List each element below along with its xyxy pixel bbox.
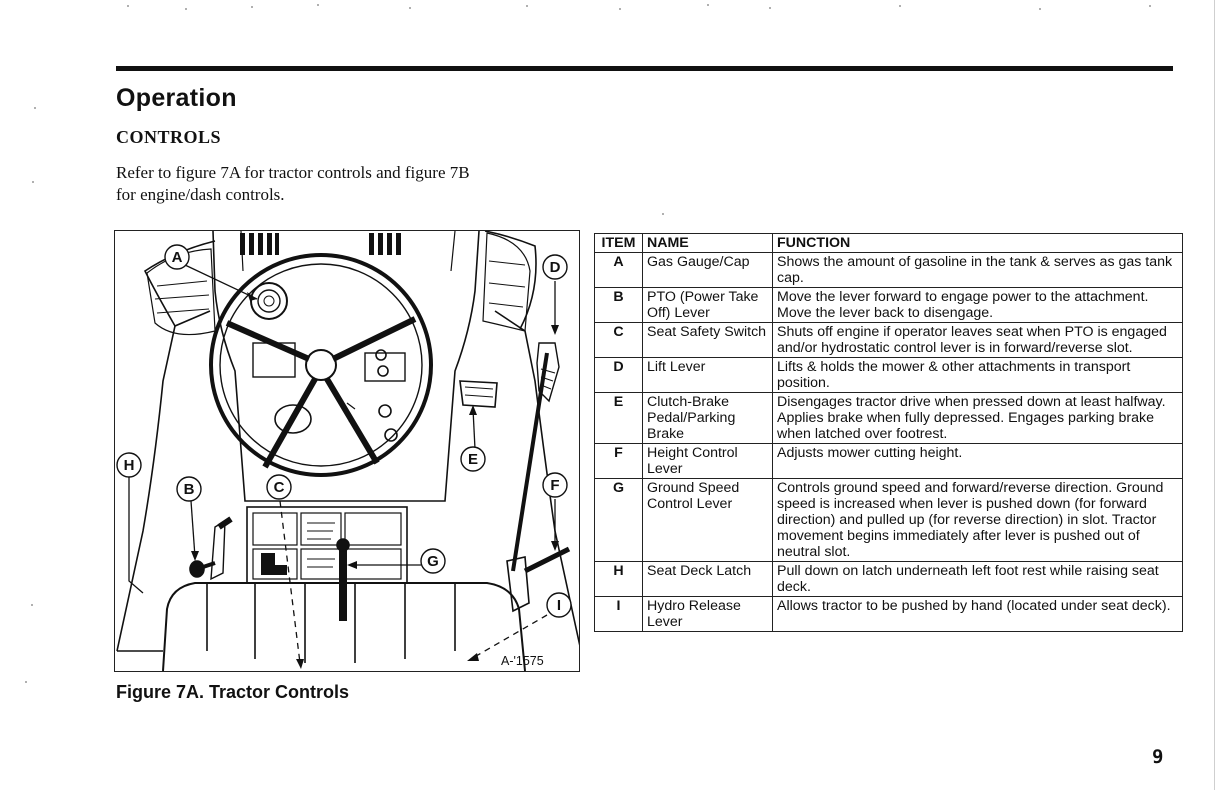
figure-code: A-'1575 bbox=[501, 654, 544, 668]
row-item: D bbox=[594, 357, 643, 393]
table-row: B PTO (Power Take Off) Lever Move the le… bbox=[594, 287, 1183, 323]
row-name: Hydro Release Lever bbox=[642, 596, 773, 632]
row-name: Seat Safety Switch bbox=[642, 322, 773, 358]
column-header-item: ITEM bbox=[594, 233, 643, 253]
page-number: 9 bbox=[1152, 746, 1164, 768]
intro-paragraph: Refer to figure 7A for tractor controls … bbox=[116, 162, 566, 206]
row-function: Move the lever forward to engage power t… bbox=[772, 287, 1183, 323]
callout-h: H bbox=[124, 457, 135, 474]
row-function: Allows tractor to be pushed by hand (loc… bbox=[772, 596, 1183, 632]
callout-c: C bbox=[274, 479, 285, 496]
intro-line-2: for engine/dash controls. bbox=[116, 185, 285, 204]
figure-7a: A B C D E F G H I A-'1575 bbox=[114, 230, 580, 672]
controls-table: ITEM NAME FUNCTION A Gas Gauge/Cap Shows… bbox=[594, 233, 1183, 632]
section-heading: Operation bbox=[116, 84, 237, 112]
callout-d: D bbox=[550, 259, 561, 276]
row-function: Shuts off engine if operator leaves seat… bbox=[772, 322, 1183, 358]
subsection-heading: CONTROLS bbox=[116, 127, 222, 147]
table-row: G Ground Speed Control Lever Controls gr… bbox=[594, 478, 1183, 562]
row-item: C bbox=[594, 322, 643, 358]
row-item: G bbox=[594, 478, 643, 562]
callout-i: I bbox=[557, 597, 561, 614]
callout-b: B bbox=[184, 481, 195, 498]
table-row: E Clutch-Brake Pedal/Parking Brake Disen… bbox=[594, 392, 1183, 444]
row-function: Lifts & holds the mower & other attachme… bbox=[772, 357, 1183, 393]
row-function: Pull down on latch underneath left foot … bbox=[772, 561, 1183, 597]
top-rule bbox=[116, 66, 1173, 71]
row-name: Seat Deck Latch bbox=[642, 561, 773, 597]
row-name: PTO (Power Take Off) Lever bbox=[642, 287, 773, 323]
callout-a: A bbox=[172, 249, 183, 266]
row-name: Lift Lever bbox=[642, 357, 773, 393]
callout-g: G bbox=[427, 553, 439, 570]
row-name: Height Control Lever bbox=[642, 443, 773, 479]
row-function: Disengages tractor drive when pressed do… bbox=[772, 392, 1183, 444]
row-name: Ground Speed Control Lever bbox=[642, 478, 773, 562]
table-row: I Hydro Release Lever Allows tractor to … bbox=[594, 596, 1183, 632]
row-item: A bbox=[594, 252, 643, 288]
intro-line-1: Refer to figure 7A for tractor controls … bbox=[116, 163, 470, 182]
column-header-name: NAME bbox=[642, 233, 773, 253]
row-function: Controls ground speed and forward/revers… bbox=[772, 478, 1183, 562]
figure-caption: Figure 7A. Tractor Controls bbox=[116, 682, 350, 702]
table-header-row: ITEM NAME FUNCTION bbox=[594, 233, 1183, 253]
row-name: Gas Gauge/Cap bbox=[642, 252, 773, 288]
row-item: H bbox=[594, 561, 643, 597]
row-item: E bbox=[594, 392, 643, 444]
tractor-controls-drawing: A B C D E F G H I A-'1575 bbox=[116, 231, 579, 671]
row-item: B bbox=[594, 287, 643, 323]
table-row: F Height Control Lever Adjusts mower cut… bbox=[594, 443, 1183, 479]
row-item: I bbox=[594, 596, 643, 632]
column-header-function: FUNCTION bbox=[772, 233, 1183, 253]
row-function: Adjusts mower cutting height. bbox=[772, 443, 1183, 479]
callout-e: E bbox=[468, 451, 478, 468]
table-row: C Seat Safety Switch Shuts off engine if… bbox=[594, 322, 1183, 358]
table-row: A Gas Gauge/Cap Shows the amount of gaso… bbox=[594, 252, 1183, 288]
page-edge bbox=[1214, 0, 1215, 790]
table-row: D Lift Lever Lifts & holds the mower & o… bbox=[594, 357, 1183, 393]
row-name: Clutch-Brake Pedal/Parking Brake bbox=[642, 392, 773, 444]
callout-f: F bbox=[550, 477, 559, 494]
row-item: F bbox=[594, 443, 643, 479]
row-function: Shows the amount of gasoline in the tank… bbox=[772, 252, 1183, 288]
table-row: H Seat Deck Latch Pull down on latch und… bbox=[594, 561, 1183, 597]
